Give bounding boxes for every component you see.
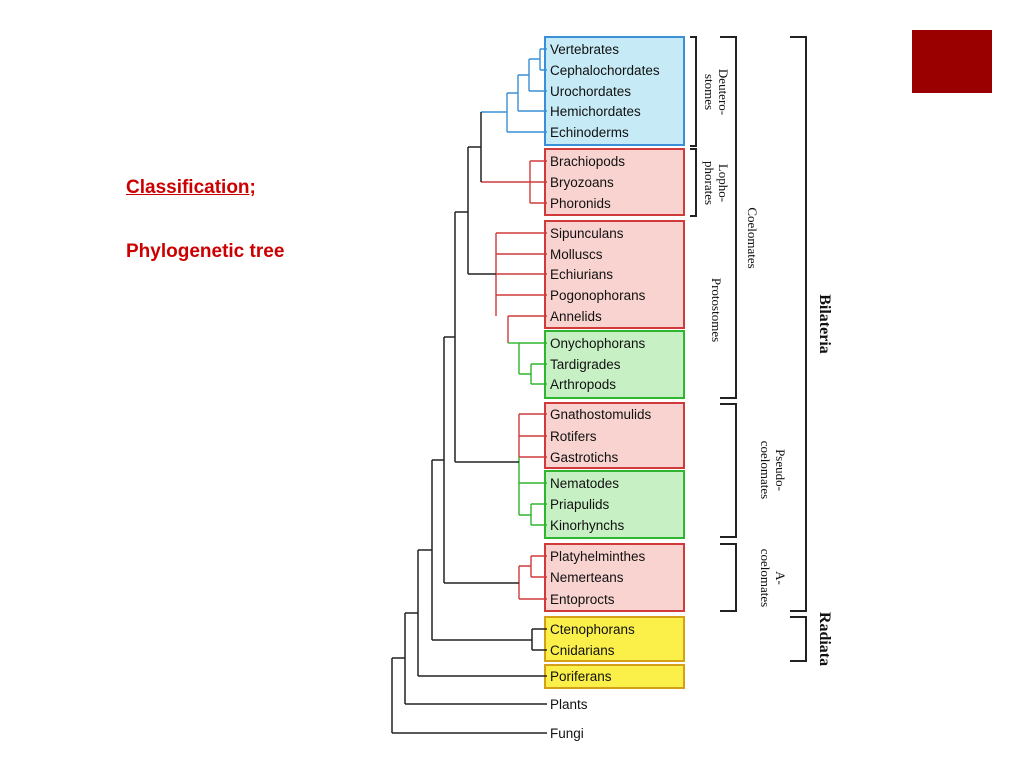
taxon-label: Onychophorans bbox=[550, 336, 646, 351]
lophophorates-label-1: Lopho- bbox=[716, 164, 731, 202]
group-brackets bbox=[690, 36, 807, 662]
taxon-label: Gastrotichs bbox=[550, 450, 619, 465]
radiata-label: Radiata bbox=[816, 612, 833, 666]
taxon-label: Urochordates bbox=[550, 84, 631, 99]
deuterostomes-label-1: Deutero- bbox=[716, 69, 731, 115]
acoelomates-label-1: A- bbox=[773, 571, 788, 585]
protostome-branches bbox=[495, 232, 547, 343]
lophophorate-box bbox=[544, 148, 685, 216]
nematode-box bbox=[544, 470, 685, 539]
nematode-branches bbox=[518, 457, 547, 526]
protostomes-label: Protostomes bbox=[709, 278, 724, 342]
taxon-label: Priapulids bbox=[550, 497, 610, 512]
taxon-label: Cephalochordates bbox=[550, 63, 660, 78]
deuterostome-branches bbox=[481, 48, 547, 133]
taxon-label: Gnathostomulids bbox=[550, 407, 652, 422]
taxon-label: Rotifers bbox=[550, 429, 597, 444]
taxon-label: Molluscs bbox=[550, 247, 603, 262]
taxon-label: Sipunculans bbox=[550, 226, 624, 241]
taxon-label: Fungi bbox=[550, 726, 584, 741]
taxon-label: Ctenophorans bbox=[550, 622, 635, 637]
pseudocoelomates-label-1: Pseudo- bbox=[773, 449, 788, 491]
taxon-label: Kinorhynchs bbox=[550, 518, 625, 533]
rotifer-box bbox=[544, 402, 685, 469]
taxon-label: Entoprocts bbox=[550, 592, 615, 607]
taxon-label: Hemichordates bbox=[550, 104, 641, 119]
group-labels: Deutero- stomes Lopho- phorates Protosto… bbox=[702, 69, 788, 607]
acoelomate-box bbox=[544, 543, 685, 612]
taxon-label: Cnidarians bbox=[550, 643, 615, 658]
taxon-label: Phoronids bbox=[550, 196, 611, 211]
deuterostome-box bbox=[544, 36, 685, 146]
deuterostomes-label-2: stomes bbox=[702, 74, 717, 110]
taxon-label: Nematodes bbox=[550, 476, 619, 491]
taxon-label: Annelids bbox=[550, 309, 602, 324]
major-group-labels: Bilateria Radiata bbox=[816, 294, 833, 666]
taxon-label: Vertebrates bbox=[550, 42, 619, 57]
lophophorates-label-2: phorates bbox=[702, 161, 717, 205]
taxon-label: Brachiopods bbox=[550, 154, 625, 169]
taxa-labels: Vertebrates Cephalochordates Urochordate… bbox=[550, 42, 660, 741]
taxon-label: Arthropods bbox=[550, 377, 616, 392]
coelomates-label: Coelomates bbox=[745, 207, 760, 268]
lophophorate-branches bbox=[481, 160, 547, 204]
title-text: Classification bbox=[126, 177, 250, 198]
taxon-label: Platyhelminthes bbox=[550, 549, 646, 564]
taxon-label: Bryozoans bbox=[550, 175, 614, 190]
rotifer-branches bbox=[518, 413, 547, 458]
slide-subtitle: Phylogenetic tree bbox=[126, 241, 285, 262]
corner-decoration bbox=[912, 30, 992, 93]
radiata-box bbox=[544, 616, 685, 662]
acoelomate-branches bbox=[518, 555, 547, 600]
taxon-label: Echinoderms bbox=[550, 125, 629, 140]
protostome-box bbox=[544, 220, 685, 329]
pseudocoelomates-label-2: coelomates bbox=[758, 441, 773, 499]
arthropod-branches bbox=[508, 342, 547, 385]
tree-backbone bbox=[391, 112, 547, 734]
taxon-label: Nemerteans bbox=[550, 570, 624, 585]
taxon-label: Tardigrades bbox=[550, 357, 621, 372]
taxon-label: Plants bbox=[550, 697, 588, 712]
taxon-label: Echiurians bbox=[550, 267, 613, 282]
acoelomates-label-2: coelomates bbox=[758, 549, 773, 607]
taxon-label: Pogonophorans bbox=[550, 288, 646, 303]
title-suffix: ; bbox=[249, 177, 256, 198]
slide-title: Classification; bbox=[126, 177, 256, 199]
bilateria-label: Bilateria bbox=[816, 294, 833, 354]
taxon-label: Poriferans bbox=[550, 669, 612, 684]
